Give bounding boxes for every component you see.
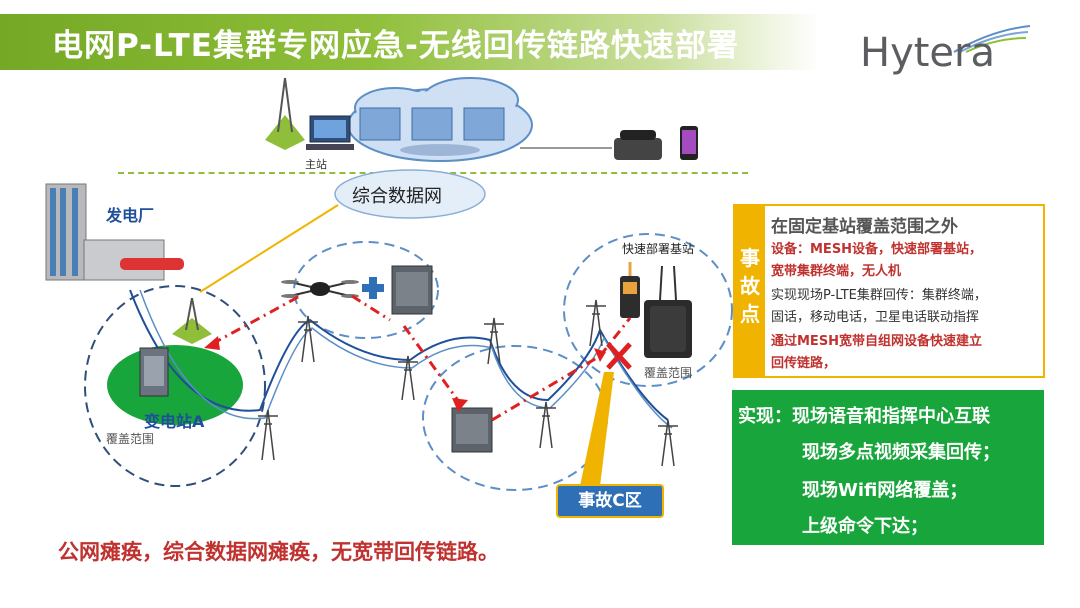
data-network-cloud <box>334 169 486 219</box>
logo: Hytera <box>860 30 995 76</box>
computer-icon <box>306 115 354 150</box>
coverage-label-left: 覆盖范围 <box>106 432 155 446</box>
achievement-box: 实现：现场语音和指挥中心互联 现场多点视频采集回传； 现场Wifi网络覆盖； 上… <box>732 390 1044 545</box>
achievement-line: 上级命令下达； <box>802 516 928 537</box>
bottom-summary: 公网瘫痪，综合数据网瘫痪，无宽带回传链路。 <box>58 540 499 564</box>
mobile-phone-icon <box>680 126 698 160</box>
page-title: 电网P-LTE集群专网应急-无线回传链路快速部署 <box>52 28 739 64</box>
substation-label: 变电站A <box>144 412 205 431</box>
desk-phone-icon <box>614 130 662 160</box>
handheld-terminal-icon <box>620 262 640 318</box>
power-plant-icon <box>45 183 184 281</box>
data-network-label: 综合数据网 <box>352 186 442 207</box>
info-line: 回传链路， <box>771 356 837 371</box>
coverage-label-right: 覆盖范围 <box>644 366 693 380</box>
logo-wing-icon <box>953 25 1031 53</box>
mesh-device-icon <box>391 265 433 315</box>
accident-marker-icon <box>606 342 632 370</box>
title-bar <box>0 14 820 70</box>
accident-zone-label: 事故C区 <box>556 484 664 518</box>
info-heading: 在固定基站覆盖范围之外 <box>771 217 958 237</box>
achievement-line: 实现：现场语音和指挥中心互联 <box>738 406 990 427</box>
rapid-base-label: 快速部署基站 <box>622 242 695 256</box>
main-network-cloud <box>347 77 533 162</box>
achievement-line: 现场多点视频采集回传； <box>802 442 1000 463</box>
info-line: 宽带集群终端，无人机 <box>771 264 902 279</box>
info-line: 实现现场P-LTE集群回传：集群终端， <box>771 288 987 303</box>
power-plant-label: 发电厂 <box>106 206 155 225</box>
main-station-label: 主站 <box>305 158 327 171</box>
plus-icon <box>362 277 384 299</box>
mesh-device-icon <box>451 407 493 453</box>
substation-tower-icon <box>172 297 212 344</box>
accident-info-box: 事 故 点 在固定基站覆盖范围之外 设备：MESH设备，快速部署基站， 宽带集群… <box>733 204 1045 378</box>
pylon-icon <box>258 299 678 467</box>
drone-icon <box>281 280 359 298</box>
rapid-deploy-case-icon <box>644 265 692 358</box>
substation-equipment-icon <box>139 347 169 397</box>
base-station-tower-icon <box>265 77 305 150</box>
info-line: 固话，移动电话，卫星电话联动指挥 <box>771 310 980 325</box>
info-line: 设备：MESH设备，快速部署基站， <box>771 242 983 257</box>
achievement-line: 现场Wifi网络覆盖； <box>802 480 968 501</box>
accident-side-label: 事 故 点 <box>735 206 765 376</box>
info-line: 通过MESH宽带自组网设备快速建立 <box>771 334 983 349</box>
